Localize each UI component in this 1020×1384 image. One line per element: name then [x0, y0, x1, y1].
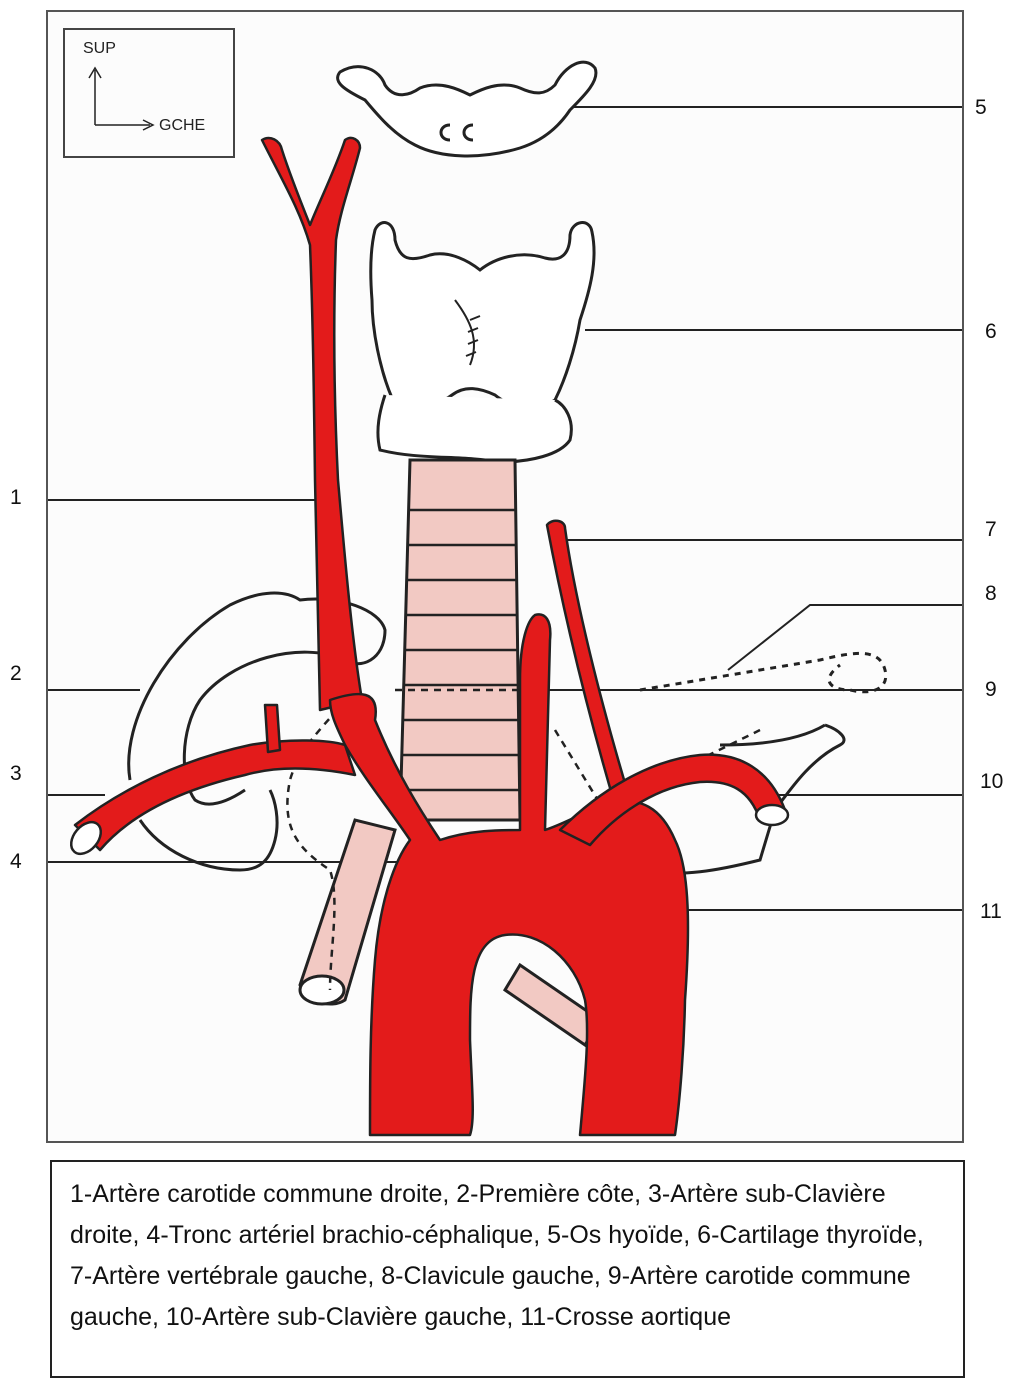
- label-10: 10: [980, 770, 1003, 794]
- label-2: 2: [10, 662, 22, 686]
- thyroid-cartilage: [371, 223, 594, 462]
- label-1: 1: [10, 486, 22, 510]
- figure-caption: 1-Artère carotide commune droite, 2-Prem…: [50, 1160, 965, 1378]
- orientation-gche-label: GCHE: [159, 117, 205, 135]
- orientation-box: SUP GCHE: [63, 28, 235, 158]
- leader-line-8: [728, 605, 962, 670]
- right-common-carotid: [262, 138, 362, 710]
- label-6: 6: [985, 320, 997, 344]
- label-9: 9: [985, 678, 997, 702]
- right-subclavian-artery: [75, 740, 355, 850]
- label-5: 5: [975, 96, 987, 120]
- label-8: 8: [985, 582, 997, 606]
- label-7: 7: [985, 518, 997, 542]
- trachea: [400, 460, 520, 820]
- orientation-sup-label: SUP: [83, 40, 116, 58]
- hyoid-bone: [338, 62, 596, 156]
- left-subclavian-lumen: [756, 805, 788, 825]
- right-vertebral-artery: [265, 705, 280, 752]
- left-subclavian-artery: [560, 755, 785, 845]
- label-4: 4: [10, 850, 22, 874]
- label-3: 3: [10, 762, 22, 786]
- left-vertebral-artery: [547, 521, 630, 805]
- label-11: 11: [980, 900, 1002, 924]
